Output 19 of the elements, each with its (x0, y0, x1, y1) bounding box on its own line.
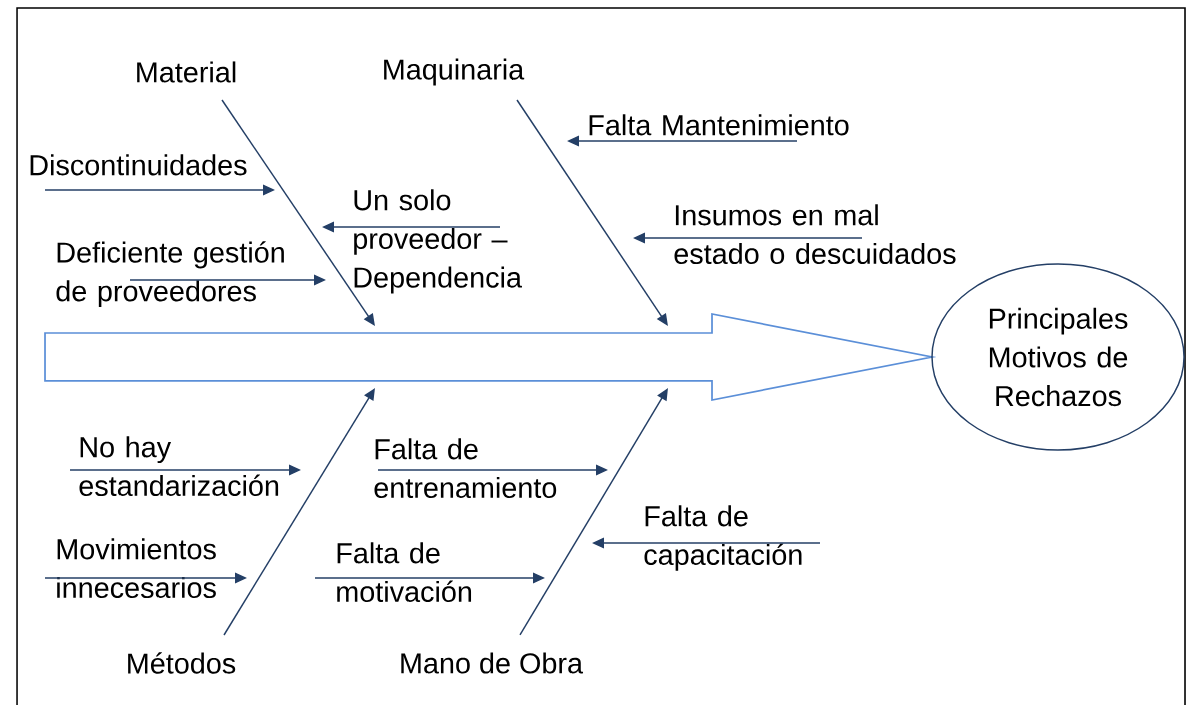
bone-arrow (516, 99, 668, 326)
cause-label: Movimientos innecesarios (57, 538, 216, 599)
cause-label: Discontinuidades (30, 154, 247, 176)
bone-arrow (221, 99, 375, 326)
cause-label: No hay estandarización (79, 436, 279, 497)
category-label: Mano de Obra (401, 652, 583, 674)
cause-label: Falta de motivación (337, 542, 472, 603)
bone-arrow (519, 388, 668, 636)
category-label: Maquinaria (384, 58, 525, 86)
cause-label: Falta Mantenimiento (589, 114, 849, 136)
cause-label: Falta de entrenamiento (374, 438, 557, 499)
cause-label: Insumos en mal estado o descuidados (674, 204, 956, 265)
cause-label: Deficiente gestión de proveedores (56, 241, 284, 308)
cause-label: Un solo proveedor – Dependencia (354, 189, 522, 294)
bone-arrow (223, 388, 375, 636)
spine-arrow (44, 312, 937, 402)
category-label: Material (137, 61, 236, 83)
category-label: Métodos (128, 652, 236, 674)
cause-label: Falta de capacitación (644, 505, 802, 571)
